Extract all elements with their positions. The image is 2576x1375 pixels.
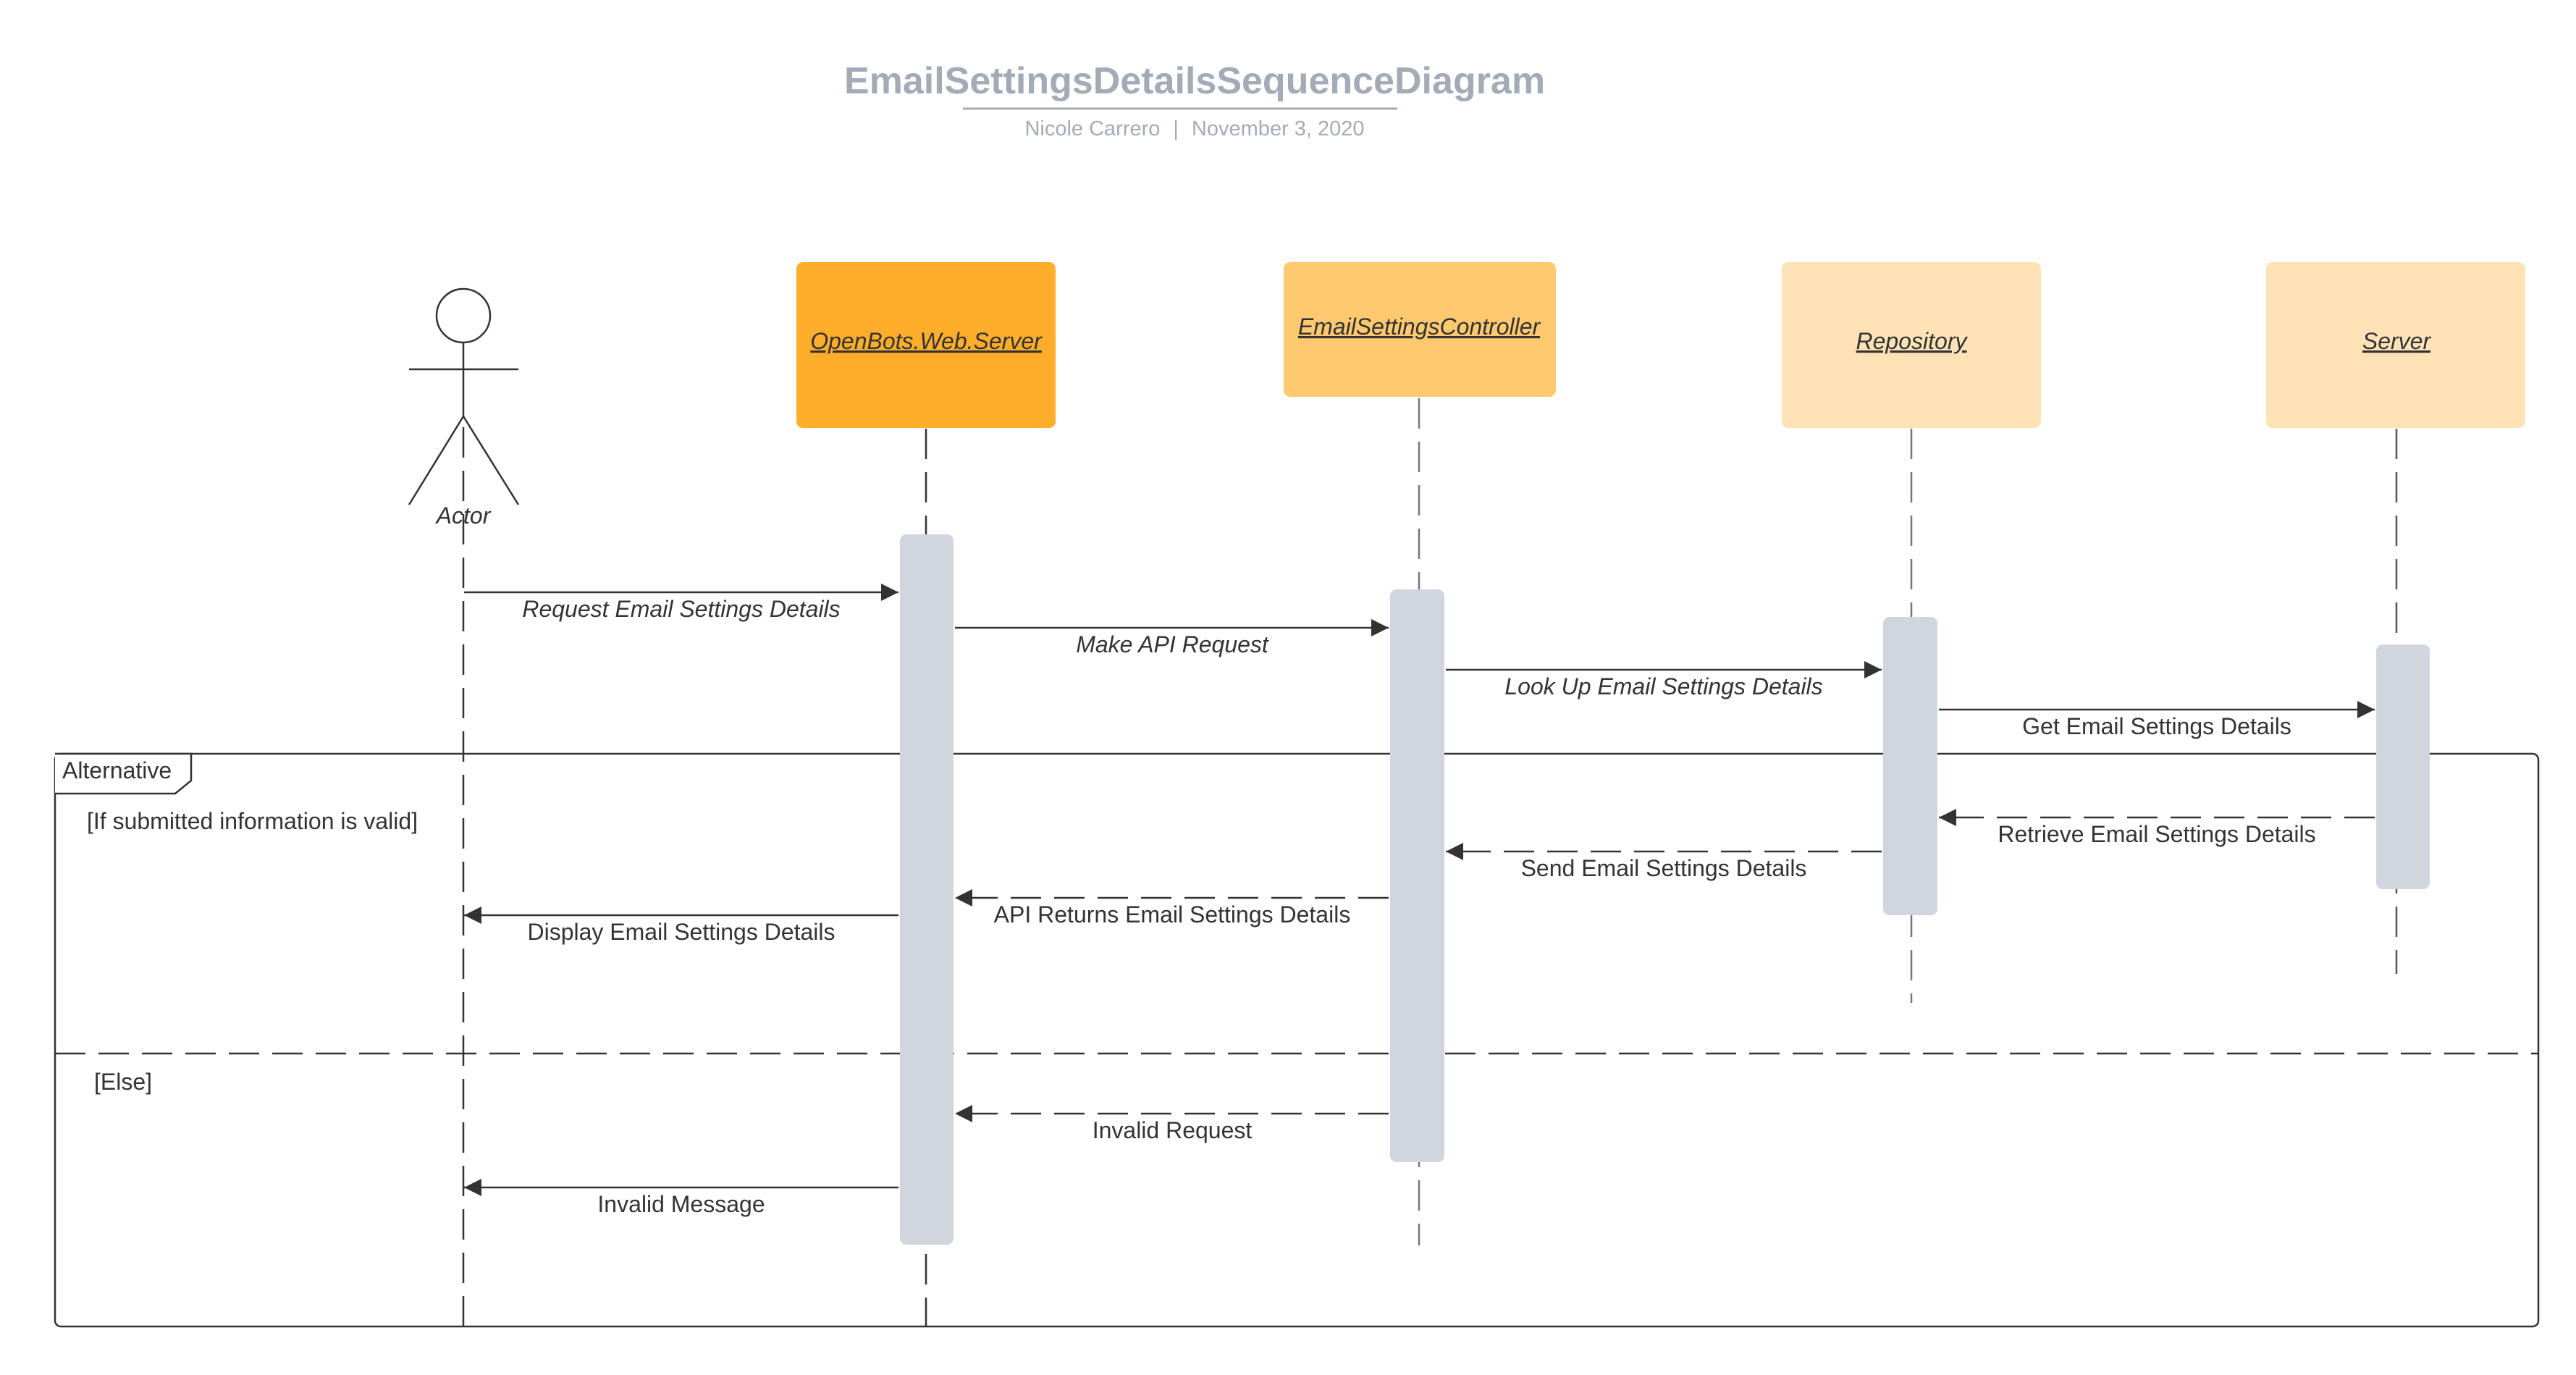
message-label: Display Email Settings Details	[527, 919, 835, 945]
participant-openbots: OpenBots.Web.Server	[796, 262, 1056, 428]
actor-head	[435, 287, 492, 344]
actor-right-leg	[462, 416, 520, 505]
message-label: Look Up Email Settings Details	[1504, 673, 1822, 699]
message-label: Make API Request	[1076, 631, 1269, 657]
participant-label: Server	[2362, 328, 2432, 354]
participant-controller: EmailSettingsController	[1284, 262, 1556, 397]
message-label: Get Email Settings Details	[2022, 713, 2291, 739]
subtitle-separator: |	[1173, 117, 1179, 140]
message-label: Retrieve Email Settings Details	[1998, 821, 2315, 847]
activation-server	[2376, 644, 2430, 889]
participant-label: OpenBots.Web.Server	[810, 328, 1043, 354]
participant-box	[796, 262, 1056, 428]
activation-bars	[900, 534, 2430, 1245]
participant-server: Server	[2266, 262, 2525, 428]
actor-label: Actor	[435, 503, 492, 529]
message-label: Invalid Request	[1093, 1117, 1253, 1143]
alt-fragment: Alternative [If submitted information is…	[54, 752, 2540, 1328]
participant-box	[1782, 262, 2041, 428]
message-label: Request Email Settings Details	[522, 596, 840, 622]
date: November 3, 2020	[1191, 117, 1365, 140]
guard-else: [Else]	[94, 1069, 152, 1095]
participant-repository: Repository	[1782, 262, 2041, 428]
message-label: Send Email Settings Details	[1521, 855, 1807, 881]
diagram-subtitle: Nicole Carrero | November 3, 2020	[0, 117, 2389, 141]
participant-label: EmailSettingsController	[1298, 314, 1541, 340]
diagram-title: EmailSettingsDetailsSequenceDiagram	[843, 60, 1546, 102]
message-label: API Returns Email Settings Details	[994, 901, 1351, 928]
activation-openbots	[900, 534, 954, 1245]
participant-box	[1284, 262, 1556, 397]
participant-label: Repository	[1856, 328, 1969, 354]
fragment-tab	[55, 752, 193, 795]
messages: Request Email Settings Details Make API …	[464, 584, 2375, 1217]
activation-repository	[1883, 617, 1937, 915]
fragment-label: Alternative	[62, 757, 172, 783]
guard-if: [If submitted information is valid]	[87, 808, 418, 834]
activation-controller	[1390, 589, 1444, 1162]
message-label: Invalid Message	[597, 1191, 765, 1217]
actor	[408, 287, 520, 505]
actor-left-leg	[408, 416, 465, 505]
participant-box	[2266, 262, 2525, 428]
fragment-frame	[54, 752, 2540, 1328]
author: Nicole Carrero	[1024, 117, 1161, 140]
